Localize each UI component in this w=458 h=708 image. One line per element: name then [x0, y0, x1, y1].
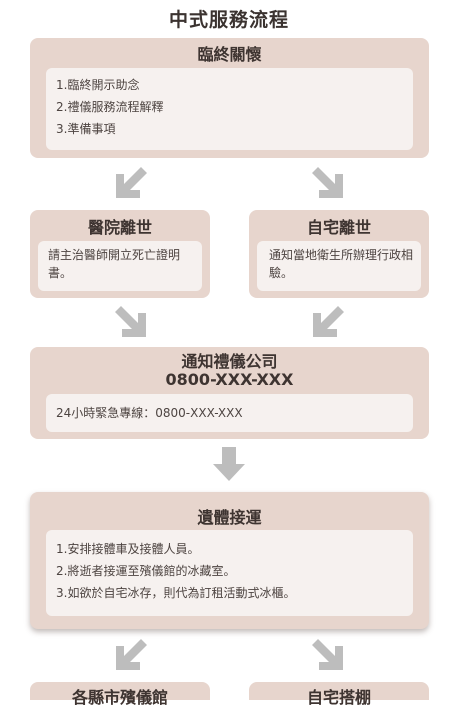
step-title: 各縣市殯儀館	[71, 688, 168, 707]
list-item: 1.臨終開示助念	[56, 78, 140, 92]
step-text: 通知當地衛生所辦理行政相驗。	[269, 248, 414, 280]
step-hospital-death: 醫院離世 請主治醫師開立死亡證明書。	[30, 210, 210, 298]
step-title: 自宅搭棚	[306, 688, 371, 707]
list-item: 3.準備事項	[56, 122, 116, 136]
arrow-down-left-icon	[311, 305, 345, 339]
page-title: 中式服務流程	[168, 9, 289, 31]
step-title: 醫院離世	[87, 218, 152, 237]
step-title: 自宅離世	[306, 218, 371, 237]
step-body-transport: 遺體接運 1.安排接體車及接體人員。 2.將逝者接運至殯儀館的冰藏室。 3.如欲…	[30, 492, 429, 629]
step-body: 通知當地衛生所辦理行政相驗。	[257, 241, 421, 291]
step-text: 請主治醫師開立死亡證明書。	[48, 248, 181, 280]
step-home-death: 自宅離世 通知當地衛生所辦理行政相驗。	[249, 210, 429, 298]
step-title: 遺體接運	[197, 508, 262, 527]
list-item: 1.安排接體車及接體人員。	[56, 542, 200, 556]
arrow-down-right-icon	[114, 305, 148, 339]
step-body: 1.安排接體車及接體人員。 2.將逝者接運至殯儀館的冰藏室。 3.如欲於自宅冰存…	[46, 530, 413, 616]
step-home-tent: 自宅搭棚	[249, 682, 429, 707]
phone-number: 0800-XXX-XXX	[165, 370, 294, 389]
list-item: 2.禮儀服務流程解釋	[56, 100, 164, 114]
step-notify-company: 通知禮儀公司 0800-XXX-XXX 24小時緊急專線：0800-XXX-XX…	[30, 347, 429, 439]
step-funeral-home: 各縣市殯儀館	[30, 682, 210, 707]
list-item: 3.如欲於自宅冰存，則代為訂租活動式冰櫃。	[56, 586, 296, 600]
step-body: 請主治醫師開立死亡證明書。	[38, 241, 202, 291]
arrow-down-right-icon	[311, 166, 345, 200]
step-body: 24小時緊急專線：0800-XXX-XXX	[46, 394, 413, 432]
step-title: 臨終關懷	[197, 45, 262, 64]
step-body: 1.臨終開示助念 2.禮儀服務流程解釋 3.準備事項	[46, 68, 413, 150]
arrow-down-icon	[212, 447, 246, 483]
arrow-down-left-icon	[114, 166, 148, 200]
step-title: 通知禮儀公司	[181, 352, 278, 371]
step-end-of-life: 臨終關懷 1.臨終開示助念 2.禮儀服務流程解釋 3.準備事項	[30, 38, 429, 158]
arrow-down-left-icon	[114, 638, 148, 672]
hotline-text: 24小時緊急專線：0800-XXX-XXX	[56, 406, 243, 420]
list-item: 2.將逝者接運至殯儀館的冰藏室。	[56, 564, 236, 578]
arrow-down-right-icon	[311, 638, 345, 672]
